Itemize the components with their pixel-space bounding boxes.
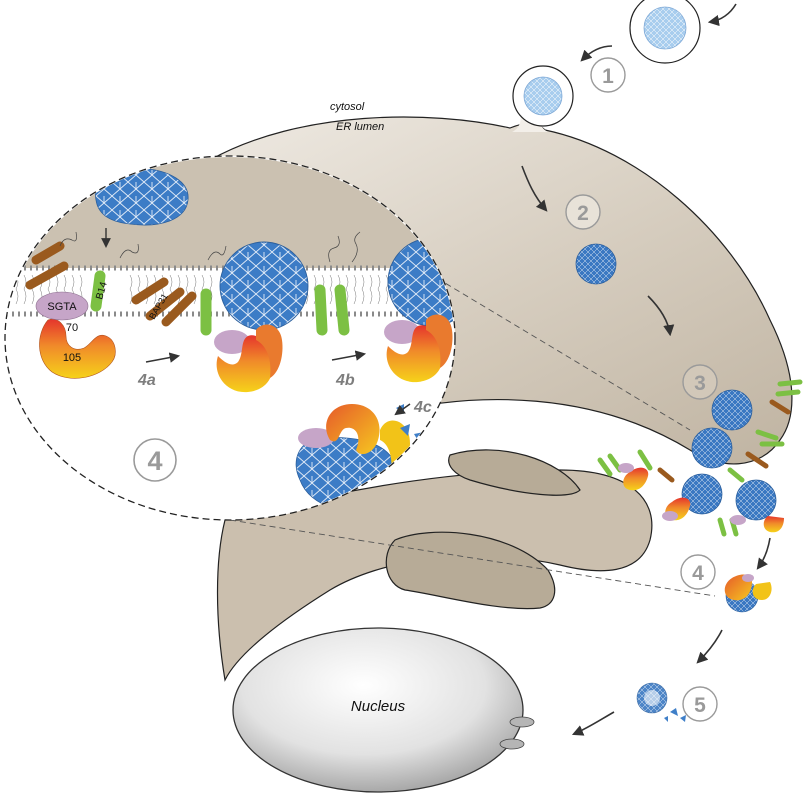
step-1-number: 1 [602, 65, 614, 88]
step-2-number: 2 [577, 202, 589, 225]
virus-embedded-4a [219, 241, 309, 331]
nucleus-label: Nucleus [351, 698, 406, 715]
step-5: 5 [682, 686, 718, 722]
er-lumen-label: ER lumen [336, 121, 384, 133]
sgta-label: SGTA [47, 301, 77, 313]
inset-step-4-number: 4 [147, 446, 162, 476]
b14-proteins [90, 270, 350, 336]
budding-vesicle [512, 65, 574, 127]
step-5-number: 5 [694, 694, 706, 717]
bap31-proteins [25, 241, 197, 327]
sgta-hsp70-hsp105-complex: SGTA 70 105 [35, 291, 116, 379]
virus-particle-er [575, 243, 617, 285]
lumenal-tails [59, 231, 361, 263]
step-3: 3 [682, 364, 718, 400]
step-1: 1 [590, 57, 626, 93]
substep-arrows [145, 350, 411, 416]
nuclear-pore [499, 738, 525, 750]
substep-4c-label: 4c [413, 399, 432, 416]
extraction-complex-small [724, 574, 772, 613]
substep-4b-label: 4b [335, 372, 355, 389]
hsp105-label: 105 [63, 352, 81, 364]
er-membrane-right [597, 379, 803, 537]
step-3-number: 3 [694, 372, 706, 395]
nucleus: Nucleus [232, 627, 535, 793]
chaperone-complex-4a [214, 324, 283, 393]
step-4-number: 4 [692, 562, 704, 585]
hsp70-label: 70 [66, 322, 78, 334]
substep-4a-label: 4a [137, 372, 156, 389]
disassembled-virus [636, 682, 686, 722]
inset-step-4-circle [133, 438, 177, 482]
zoom-lines [229, 267, 716, 597]
step-4: 4 [680, 554, 716, 590]
pathway-arrows [521, 3, 771, 736]
chaperone-complex-4b [384, 314, 453, 383]
endocytic-vesicle-top [629, 0, 701, 64]
step-2: 2 [565, 194, 601, 230]
nuclear-pore [509, 716, 535, 728]
cytosol-label: cytosol [330, 101, 365, 113]
b14-label: B14 [94, 280, 110, 301]
